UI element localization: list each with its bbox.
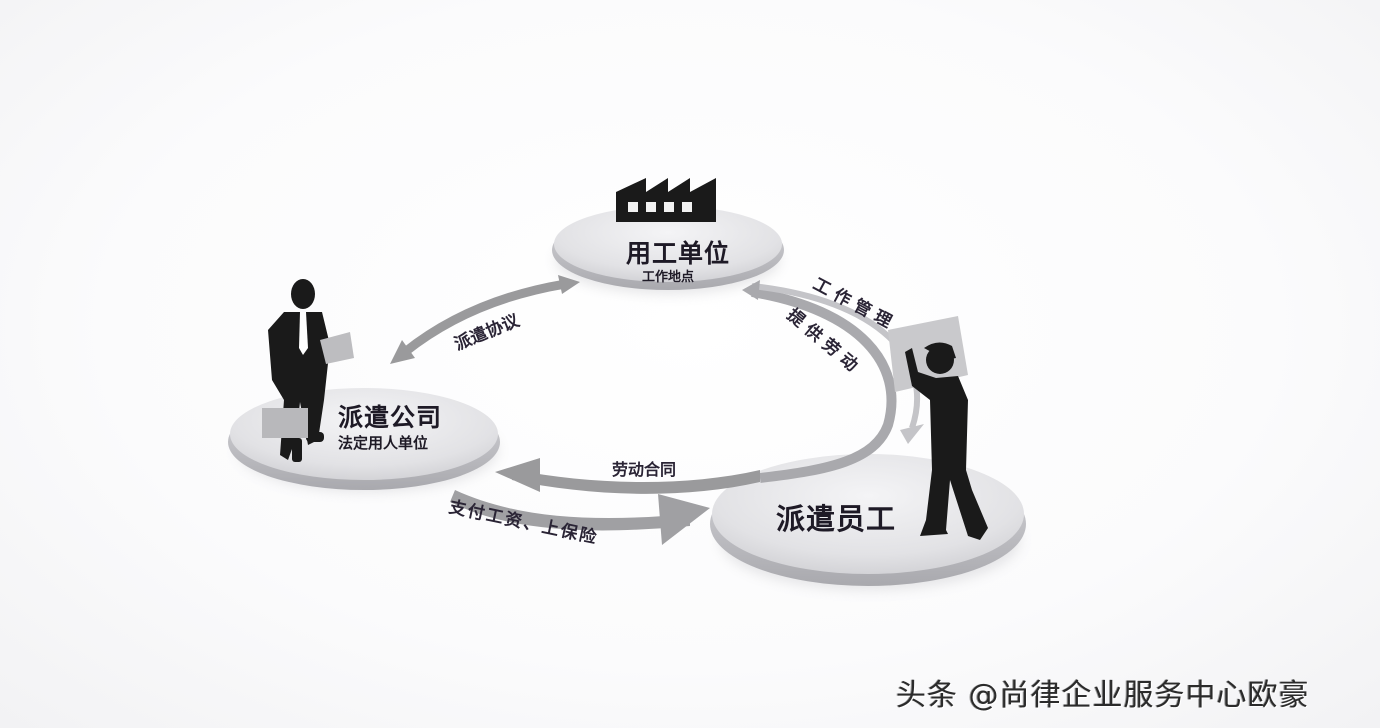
employer-subtitle: 工作地点 [642,270,695,285]
businessman-shirt [299,312,308,355]
worker-title: 派遣员工 [776,502,897,536]
employer-disc [552,206,784,290]
document-folder-icon [320,332,354,364]
agency-subtitle: 法定用人单位 [338,434,429,452]
arrow-dispatch-agreement [390,275,580,364]
employer-title: 用工单位 [626,239,731,268]
worker-icon [905,342,988,540]
watermark: 头条 @尚律企业服务中心欧豪 [896,678,1310,713]
edge-label-labor-contract: 劳动合同 [612,460,677,479]
arrow-pay-wages [450,490,710,545]
agency-title: 派遣公司 [338,403,443,432]
arrow-labor-contract [495,458,760,494]
factory-icon [616,178,716,222]
briefcase-icon [262,408,308,438]
arrow-work-management [742,280,924,483]
